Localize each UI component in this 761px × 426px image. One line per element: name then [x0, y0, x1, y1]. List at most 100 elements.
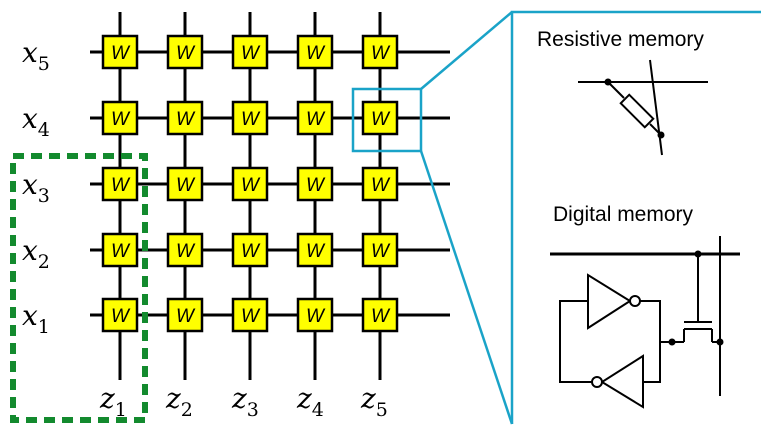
weight-cell-label: W: [371, 43, 391, 64]
weight-cell: W: [361, 100, 399, 136]
weight-cell-label: W: [111, 306, 131, 327]
column-label-z2: z2: [165, 382, 193, 421]
resistive-column-wire: [649, 59, 663, 156]
zoom-panel-outline: [510, 10, 761, 424]
inverter-backward-icon: [591, 354, 644, 409]
column-label-z5: z5: [360, 382, 388, 421]
weight-cell-box: [231, 232, 269, 268]
weight-cell: W: [361, 232, 399, 268]
weight-cell-box: [361, 34, 399, 70]
weight-cell-label: W: [306, 175, 326, 196]
weight-cell: W: [166, 34, 204, 70]
digital-memory-schematic: [550, 236, 740, 409]
weight-cell: W: [361, 166, 399, 202]
resistive-junction-bottom: [657, 131, 665, 139]
weight-cell-label: W: [111, 175, 131, 196]
digital-bit-junction: [716, 338, 724, 346]
weight-cell-label: W: [241, 43, 261, 64]
weight-cell-label: W: [371, 306, 391, 327]
weight-cell-box: [296, 100, 334, 136]
resistive-junction-top: [604, 78, 612, 86]
weight-cell-label: W: [306, 241, 326, 262]
row-labels: x5 x4 x3 x2 x1: [22, 36, 50, 338]
weight-cell-box: [166, 297, 204, 333]
zoom-connector-bottom: [419, 150, 514, 425]
weight-cell-box: [296, 34, 334, 70]
weight-cell: W: [166, 166, 204, 202]
weight-cell-label: W: [176, 43, 196, 64]
zoom-source-box: [351, 87, 423, 153]
weight-cell-label: W: [241, 306, 261, 327]
weight-cell-box: [361, 166, 399, 202]
weight-cell: W: [231, 166, 269, 202]
resistor-icon: [619, 93, 655, 129]
weight-cell: W: [231, 232, 269, 268]
zoom-callout: [351, 10, 761, 425]
weight-cell-label: W: [176, 306, 196, 327]
weight-cell-box: [296, 297, 334, 333]
weight-cell: W: [231, 100, 269, 136]
weight-cell: W: [296, 100, 334, 136]
column-label-z3: z3: [231, 382, 259, 421]
access-transistor-icon: [672, 321, 720, 343]
weight-cell-box: [166, 232, 204, 268]
row-label-x3: x3: [22, 168, 50, 207]
weight-cell: W: [296, 297, 334, 333]
weight-cell-box: [231, 166, 269, 202]
weight-cell-box: [166, 166, 204, 202]
weight-cell: W: [166, 232, 204, 268]
weight-cell: W: [231, 34, 269, 70]
weight-cell-box: [166, 34, 204, 70]
weight-cell-label: W: [176, 175, 196, 196]
weight-cell: W: [101, 166, 139, 202]
latch-wire-left: [559, 300, 592, 383]
weight-cell-box: [166, 100, 204, 136]
weight-cell-label: W: [241, 175, 261, 196]
weight-cell: W: [101, 34, 139, 70]
weight-cell-box: [296, 232, 334, 268]
weight-cell: W: [296, 166, 334, 202]
weight-cell-box: [361, 232, 399, 268]
weight-cell-label: W: [371, 241, 391, 262]
inverter-forward-icon: [587, 273, 641, 330]
row-label-x5: x5: [22, 36, 50, 75]
weight-cell: W: [101, 100, 139, 136]
weight-cell-box: [296, 166, 334, 202]
weight-cell-box: [231, 100, 269, 136]
weight-cell-label: W: [176, 109, 196, 130]
weight-cell-box: [101, 297, 139, 333]
weight-cell: W: [231, 297, 269, 333]
weight-cell-box: [101, 166, 139, 202]
resistive-lead-top: [607, 81, 625, 99]
digital-memory-title: Digital memory: [553, 203, 694, 226]
weight-cell-box: [361, 100, 399, 136]
row-label-x4: x4: [22, 102, 50, 141]
resistive-memory-title: Resistive memory: [537, 28, 704, 51]
weight-cell: W: [166, 100, 204, 136]
weight-cell-box: [231, 297, 269, 333]
weight-cell-label: W: [371, 175, 391, 196]
weight-cell-box: [101, 34, 139, 70]
weight-cell-label: W: [306, 109, 326, 130]
row-label-x1: x1: [22, 299, 50, 338]
zoom-connector-top: [420, 11, 513, 90]
weight-cell-label: W: [241, 241, 261, 262]
weight-cell: W: [101, 297, 139, 333]
digital-row-junction: [694, 250, 702, 258]
weight-cell-label: W: [111, 43, 131, 64]
weight-cell: W: [296, 34, 334, 70]
weight-cell-label: W: [306, 43, 326, 64]
weight-cell-label: W: [371, 109, 391, 130]
weight-cell-box: [361, 297, 399, 333]
weight-cell-label: W: [111, 109, 131, 130]
weight-cell: W: [296, 232, 334, 268]
column-label-z1: z1: [99, 382, 127, 421]
weight-cell: W: [166, 297, 204, 333]
weight-cell-box: [231, 34, 269, 70]
weight-cell-label: W: [176, 241, 196, 262]
weight-cell-label: W: [241, 109, 261, 130]
weight-cell: W: [361, 34, 399, 70]
row-label-x2: x2: [22, 234, 50, 273]
